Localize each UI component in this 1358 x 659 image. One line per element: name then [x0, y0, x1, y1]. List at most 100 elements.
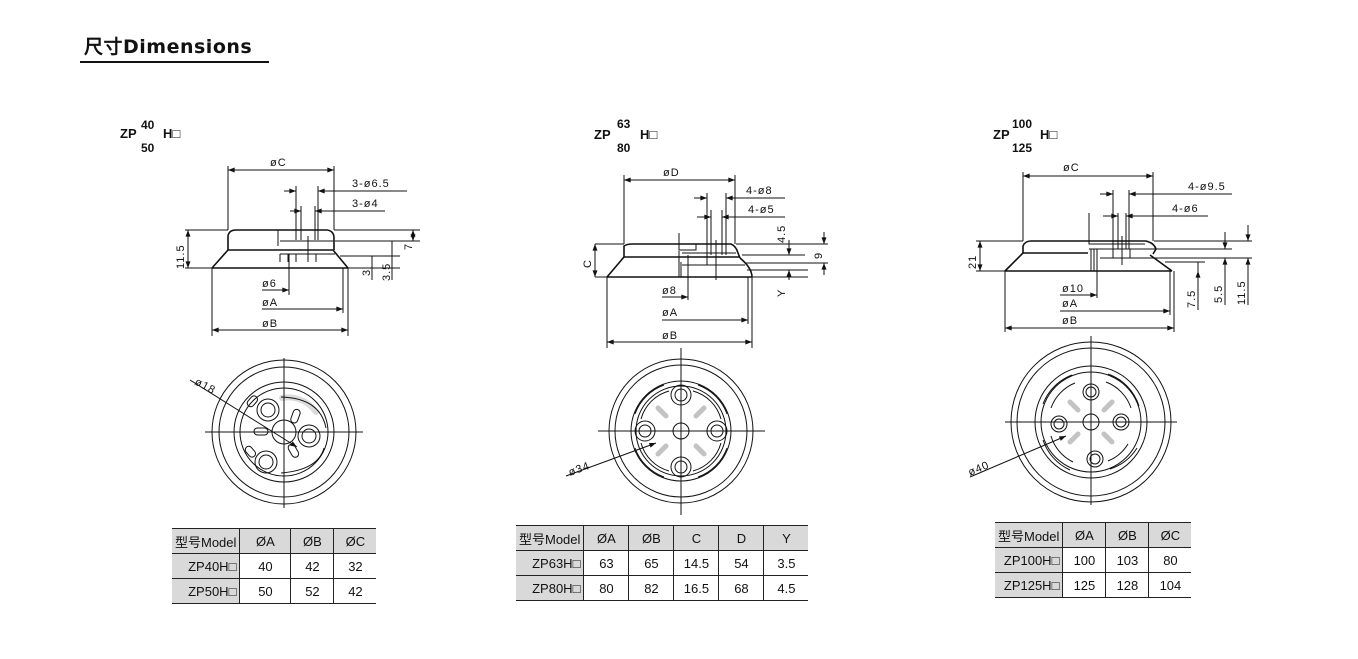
dim-21: 21: [967, 255, 979, 269]
spec-table-zp40-50: 型号Model ØA ØB ØC ZP40H□ 40 42 32 ZP50H□ …: [172, 528, 377, 604]
dim-ob: øB: [1062, 315, 1078, 327]
dim-4-5: 4.5: [776, 225, 788, 243]
header-model: 型号Model: [995, 522, 1063, 548]
side-view: øC 4-ø9.5 4-ø6 21 7.5 5.5 11.5 ø10 øA øB: [967, 162, 1252, 332]
cell-ob: 128: [1105, 572, 1149, 598]
cell-d: 54: [718, 550, 764, 576]
drawing-zp63-80: ZP 63 80 H□ øD 4-ø8 4-ø5 C: [565, 117, 828, 515]
cell-ob: 82: [628, 575, 674, 601]
dim-11-5: 11.5: [1236, 280, 1248, 305]
table-row: ZP80H□ 80 82 16.5 68 4.5: [516, 575, 809, 601]
dim-pcd: ø40: [966, 459, 991, 479]
cell-ob: 103: [1105, 547, 1149, 573]
table-row: ZP40H□ 40 42 32: [172, 553, 377, 579]
cell-model: ZP63H□: [516, 550, 584, 576]
cell-oa: 40: [239, 553, 291, 579]
svg-text:40: 40: [141, 118, 155, 132]
cell-oa: 80: [583, 575, 629, 601]
svg-text:H□: H□: [1040, 127, 1057, 142]
header-model: 型号Model: [516, 525, 584, 551]
cell-c: 14.5: [673, 550, 719, 576]
cell-ob: 42: [290, 553, 334, 579]
dim-5-5: 5.5: [1213, 285, 1225, 303]
table-header-row: 型号Model ØA ØB ØC: [995, 522, 1192, 548]
svg-text:125: 125: [1012, 141, 1032, 155]
spec-table-zp63-80: 型号Model ØA ØB C D Y ZP63H□ 63 65 14.5 54…: [516, 525, 809, 601]
dim-oc: øC: [1063, 162, 1080, 174]
cell-ob: 52: [290, 578, 334, 604]
svg-text:100: 100: [1012, 117, 1032, 131]
page-title: 尺寸Dimensions: [84, 36, 253, 58]
header-oa: ØA: [583, 525, 629, 551]
table-header-row: 型号Model ØA ØB C D Y: [516, 525, 809, 551]
header-ob: ØB: [1105, 522, 1149, 548]
dim-oa: øA: [1062, 298, 1078, 310]
dim-holes-inner: 3-ø4: [352, 198, 379, 210]
drawing-zp100-125: ZP 100 125 H□ øC 4-ø9.5 4-ø6: [966, 117, 1252, 505]
header-ob: ØB: [290, 528, 334, 554]
table-header-row: 型号Model ØA ØB ØC: [172, 528, 377, 554]
header-model: 型号Model: [172, 528, 240, 554]
dim-oa: øA: [662, 307, 678, 319]
cell-c: 16.5: [673, 575, 719, 601]
svg-text:63: 63: [617, 117, 631, 131]
top-view: ø40: [966, 336, 1177, 505]
dim-oc: øC: [270, 157, 287, 169]
svg-text:ZP: ZP: [993, 127, 1010, 142]
cell-oc: 42: [333, 578, 377, 604]
table-row: ZP50H□ 50 52 42: [172, 578, 377, 604]
dim-holes-outer: 4-ø8: [746, 185, 773, 197]
model-label: ZP 40 50 H□: [120, 118, 180, 155]
svg-text:H□: H□: [640, 127, 657, 142]
svg-text:50: 50: [141, 141, 155, 155]
cell-model: ZP40H□: [172, 553, 240, 579]
dim-holes-inner: 4-ø6: [1172, 203, 1199, 215]
dim-pcd: ø34: [567, 460, 592, 479]
dim-holes-inner: 4-ø5: [748, 204, 775, 216]
table-row: ZP63H□ 63 65 14.5 54 3.5: [516, 550, 809, 576]
header-y: Y: [763, 525, 809, 551]
dim-c: C: [582, 259, 594, 268]
dim-3: 3: [361, 269, 373, 276]
header-oa: ØA: [1062, 522, 1106, 548]
dim-ob: øB: [262, 318, 278, 330]
model-label: ZP 100 125 H□: [993, 117, 1057, 155]
title-underline: [80, 61, 269, 63]
dim-pcd: ø18: [193, 376, 218, 397]
cell-model: ZP50H□: [172, 578, 240, 604]
dim-height-total: 11.5: [175, 244, 187, 269]
cell-oc: 104: [1148, 572, 1192, 598]
cell-oc: 80: [1148, 547, 1192, 573]
dim-9: 9: [813, 252, 825, 259]
header-c: C: [673, 525, 719, 551]
dim-y: Y: [776, 289, 788, 297]
top-view: ø34: [565, 348, 765, 515]
model-label: ZP 63 80 H□: [594, 117, 657, 155]
svg-text:H□: H□: [163, 126, 180, 141]
dim-o8: ø8: [662, 285, 677, 297]
cell-oc: 32: [333, 553, 377, 579]
dim-holes-outer: 3-ø6.5: [352, 178, 390, 190]
svg-text:ZP: ZP: [594, 127, 611, 142]
dim-ob: øB: [662, 330, 678, 342]
header-d: D: [718, 525, 764, 551]
dim-holes-outer: 4-ø9.5: [1188, 181, 1226, 193]
cell-oa: 100: [1062, 547, 1106, 573]
table-row: ZP100H□ 100 103 80: [995, 547, 1192, 573]
header-oa: ØA: [239, 528, 291, 554]
cell-model: ZP80H□: [516, 575, 584, 601]
dim-o6: ø6: [262, 278, 277, 290]
svg-text:80: 80: [617, 141, 631, 155]
cell-ob: 65: [628, 550, 674, 576]
svg-text:ZP: ZP: [120, 126, 137, 141]
cell-oa: 63: [583, 550, 629, 576]
dim-7-5: 7.5: [1186, 290, 1198, 308]
table-row: ZP125H□ 125 128 104: [995, 572, 1192, 598]
cell-model: ZP100H□: [995, 547, 1063, 573]
cell-d: 68: [718, 575, 764, 601]
drawing-zp40-50: ZP 40 50 H□ øC 3-ø6.5 3-ø4 1: [120, 118, 420, 508]
spec-table-zp100-125: 型号Model ØA ØB ØC ZP100H□ 100 103 80 ZP12…: [995, 522, 1192, 598]
header-ob: ØB: [628, 525, 674, 551]
header-oc: ØC: [333, 528, 377, 554]
dim-3-5: 3.5: [381, 263, 393, 281]
